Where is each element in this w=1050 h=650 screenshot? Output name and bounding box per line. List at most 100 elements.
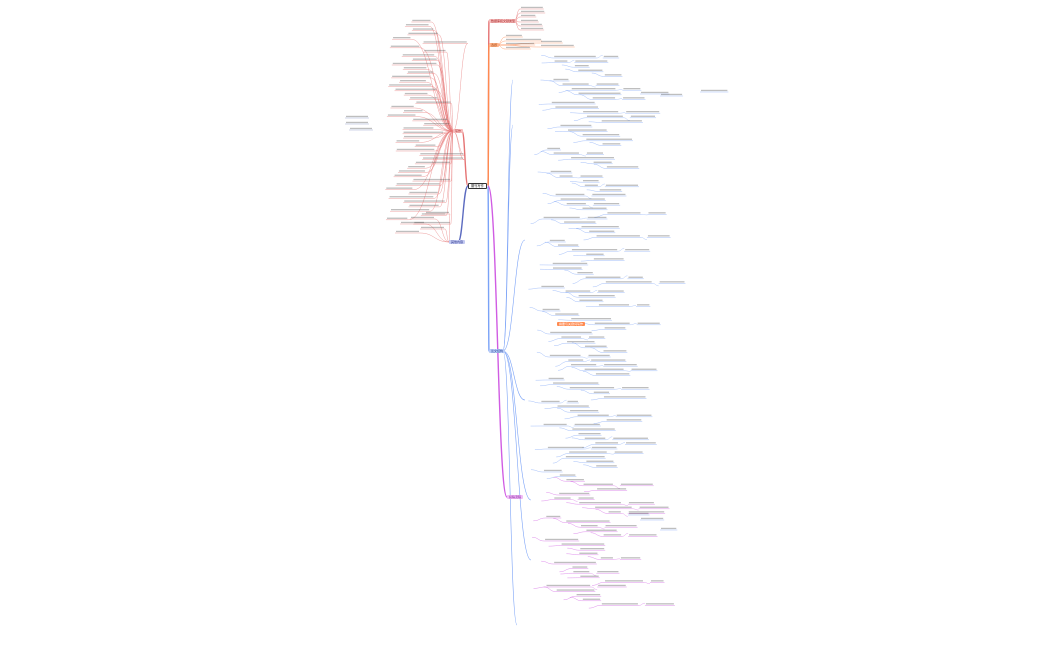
root-node[interactable]: 期刊写作 <box>468 183 487 189</box>
edge-submission <box>487 185 508 498</box>
leaf-text-placeholder <box>554 60 568 62</box>
leaf-text-placeholder <box>407 71 434 73</box>
connector <box>553 476 566 482</box>
branch-structure[interactable]: 论文结构 <box>489 349 506 353</box>
leaf-text-placeholder <box>403 131 444 133</box>
leaf-text-placeholder <box>506 34 522 37</box>
leaf-text-placeholder <box>392 62 437 65</box>
connector <box>567 547 580 551</box>
leaf-text-placeholder <box>396 148 435 151</box>
connector <box>420 47 454 132</box>
branch-topic[interactable]: 选题 <box>489 43 500 47</box>
branch-submission[interactable]: 投稿流程 <box>507 495 524 499</box>
leaf-text-placeholder <box>506 46 530 49</box>
leaf-text-placeholder <box>597 571 619 573</box>
connector <box>554 343 567 346</box>
leaf-text-placeholder <box>565 290 591 292</box>
leaf-text-placeholder <box>346 121 368 124</box>
connector <box>582 507 595 509</box>
connector <box>552 458 565 464</box>
connector <box>559 427 572 431</box>
edge-other <box>457 185 469 243</box>
leaf-text-placeholder <box>350 127 372 130</box>
leaf-text-placeholder <box>623 88 641 90</box>
connector <box>583 237 596 241</box>
leaf-text-placeholder <box>582 207 607 209</box>
connector <box>544 407 557 409</box>
connector <box>502 239 526 352</box>
leaf-text-placeholder <box>554 561 596 564</box>
leaf-text-placeholder <box>628 502 654 504</box>
connector <box>571 499 578 502</box>
connector <box>641 214 648 216</box>
connector <box>434 130 454 199</box>
leaf-text-placeholder <box>571 249 618 251</box>
connector <box>571 342 584 348</box>
leaf-text-placeholder <box>629 512 649 515</box>
connector <box>566 502 579 505</box>
connector <box>571 182 584 187</box>
connector <box>552 290 565 293</box>
connector <box>590 573 597 576</box>
connector <box>542 193 555 197</box>
connector <box>565 68 578 72</box>
leaf-text-placeholder <box>571 318 612 320</box>
connector <box>435 56 454 132</box>
connector <box>580 260 593 262</box>
connector <box>540 151 553 155</box>
leaf-text-placeholder <box>584 184 598 186</box>
leaf-text-placeholder <box>585 276 621 278</box>
leaf-text-placeholder <box>637 304 650 306</box>
connector <box>548 338 561 342</box>
connector <box>585 195 592 199</box>
leaf-text-placeholder <box>579 552 598 554</box>
connector <box>582 338 589 341</box>
connector <box>622 533 629 537</box>
leaf-text-placeholder <box>559 492 590 495</box>
leaf-text-placeholder <box>566 203 586 205</box>
connector <box>432 86 454 132</box>
leaf-text-placeholder <box>573 571 590 573</box>
connector <box>571 367 584 371</box>
connector <box>437 64 454 132</box>
branch-writing[interactable]: 写作 <box>453 129 464 133</box>
leaf-text-placeholder <box>606 419 642 421</box>
leaf-text-placeholder <box>545 538 579 541</box>
connector <box>632 508 639 511</box>
leaf-text-placeholder <box>421 226 444 229</box>
connector <box>420 130 454 143</box>
leaf-text-placeholder <box>578 92 621 94</box>
leaf-text-placeholder <box>597 488 627 490</box>
leaf-text-placeholder <box>426 211 449 214</box>
leaf-text-placeholder <box>701 89 728 92</box>
connector <box>570 181 583 183</box>
connector <box>553 518 566 523</box>
connector <box>496 44 541 48</box>
leaf-text-placeholder <box>389 196 434 198</box>
connector <box>569 207 582 210</box>
connector <box>596 55 603 59</box>
leaf-text-placeholder <box>587 216 607 219</box>
connector <box>425 130 454 173</box>
leaf-text-placeholder <box>404 92 428 95</box>
branch-other[interactable]: 其他内容 <box>449 240 466 244</box>
leaf-text-placeholder <box>423 41 467 43</box>
connector <box>561 64 574 68</box>
leaf-text-placeholder <box>550 331 592 334</box>
branch-database[interactable]: 数据库和文献类型 <box>489 19 518 23</box>
leaf-text-placeholder <box>412 28 434 30</box>
leaf-text-placeholder <box>420 153 464 155</box>
connector <box>591 329 604 331</box>
leaf-text-placeholder <box>595 506 632 508</box>
connector <box>541 55 554 59</box>
leaf-text-placeholder <box>616 414 652 416</box>
connector <box>590 532 603 537</box>
leaf-text-placeholder <box>556 589 595 591</box>
highlight-node[interactable]: 摘要与关键词写作 <box>557 322 586 326</box>
connector <box>546 492 559 496</box>
leaf-text-placeholder <box>608 511 621 513</box>
leaf-text-placeholder <box>546 584 591 587</box>
leaf-text-placeholder <box>405 24 429 26</box>
connector <box>533 517 546 522</box>
connector <box>619 112 626 114</box>
